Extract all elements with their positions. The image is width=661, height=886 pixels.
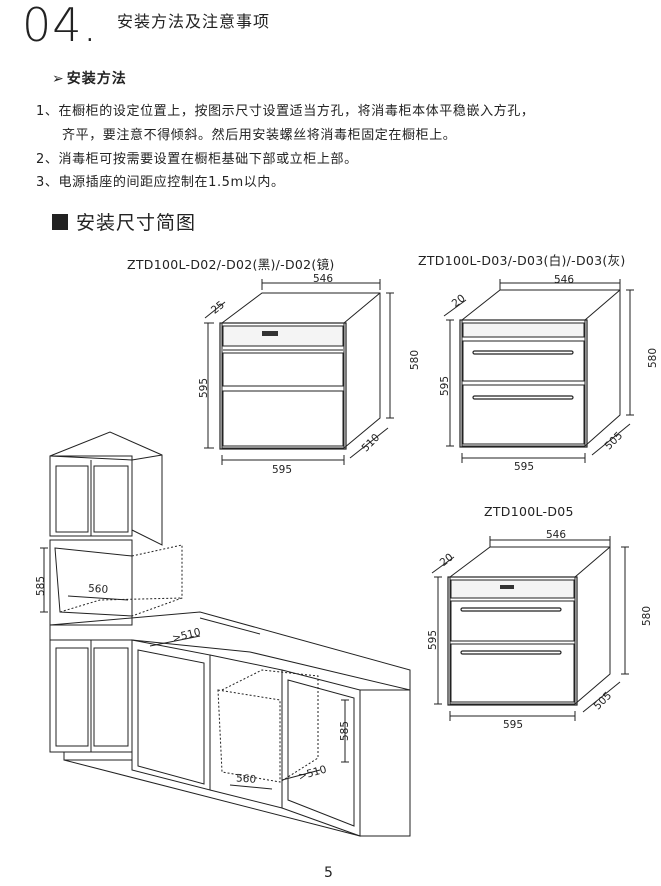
- model-c-name: ZTD100L-D05: [484, 504, 574, 519]
- section-number: 04.: [22, 0, 99, 52]
- b-depth-front: 20: [450, 292, 468, 310]
- model-c-drawing: [431, 536, 629, 721]
- install-method-heading: ➢安装方法: [52, 68, 127, 88]
- a-depth-front: 25: [209, 299, 227, 317]
- a-height-left: 595: [198, 378, 210, 398]
- a-width-bottom: 595: [272, 464, 292, 476]
- step-1-line-2: 齐平，要注意不得倾斜。然后用安装螺丝将消毒柜固定在橱柜上。: [62, 128, 457, 143]
- b-height-right: 580: [647, 348, 659, 368]
- kitchen-cabinet-drawing: [40, 431, 411, 837]
- step-1-line-1: 1、在橱柜的设定位置上，按图示尺寸设置适当方孔，将消毒柜本体平稳嵌入方孔，: [36, 104, 535, 119]
- kitchen-upper-height: 585: [35, 576, 47, 596]
- c-depth-side: 505: [592, 690, 615, 713]
- diagram-heading-label: 安装尺寸简图: [76, 212, 197, 234]
- c-width-bottom: 595: [503, 719, 523, 731]
- kitchen-upper-depth: >510: [171, 626, 202, 645]
- section-title: 安装方法及注意事项: [117, 12, 271, 31]
- diagram-heading: 安装尺寸简图: [52, 208, 196, 235]
- kitchen-lower-height: 585: [339, 721, 351, 741]
- c-height-right: 580: [641, 606, 653, 626]
- model-a-name: ZTD100L-D02/-D02(黑)/-D02(镜): [127, 257, 335, 272]
- model-b-name: ZTD100L-D03/-D03(白)/-D03(灰): [418, 253, 626, 268]
- install-method-label: 安装方法: [66, 71, 127, 87]
- arrow-icon: ➢: [52, 71, 65, 87]
- step-3: 3、电源插座的间距应控制在1.5m以内。: [36, 175, 285, 190]
- c-width-top: 546: [546, 529, 566, 541]
- model-a-drawing: [204, 279, 394, 465]
- kitchen-lower-width: 560: [236, 772, 257, 785]
- a-width-top: 546: [313, 273, 333, 285]
- step-2: 2、消毒柜可按需要设置在橱柜基础下部或立柜上部。: [36, 152, 358, 167]
- model-b-drawing: [443, 279, 634, 463]
- a-height-right: 580: [409, 350, 421, 370]
- kitchen-lower-depth: >510: [297, 763, 328, 782]
- b-width-bottom: 595: [514, 461, 534, 473]
- dimension-labels: 25 546 580 595 510 595 20 546 580 595 50…: [35, 273, 659, 786]
- b-width-top: 546: [554, 274, 574, 286]
- b-depth-side: 505: [603, 430, 626, 453]
- page-number: 5: [324, 865, 333, 881]
- kitchen-upper-width: 560: [88, 583, 109, 596]
- c-height-left: 595: [427, 630, 439, 650]
- square-bullet-icon: [52, 213, 68, 230]
- b-height-left: 595: [439, 376, 451, 396]
